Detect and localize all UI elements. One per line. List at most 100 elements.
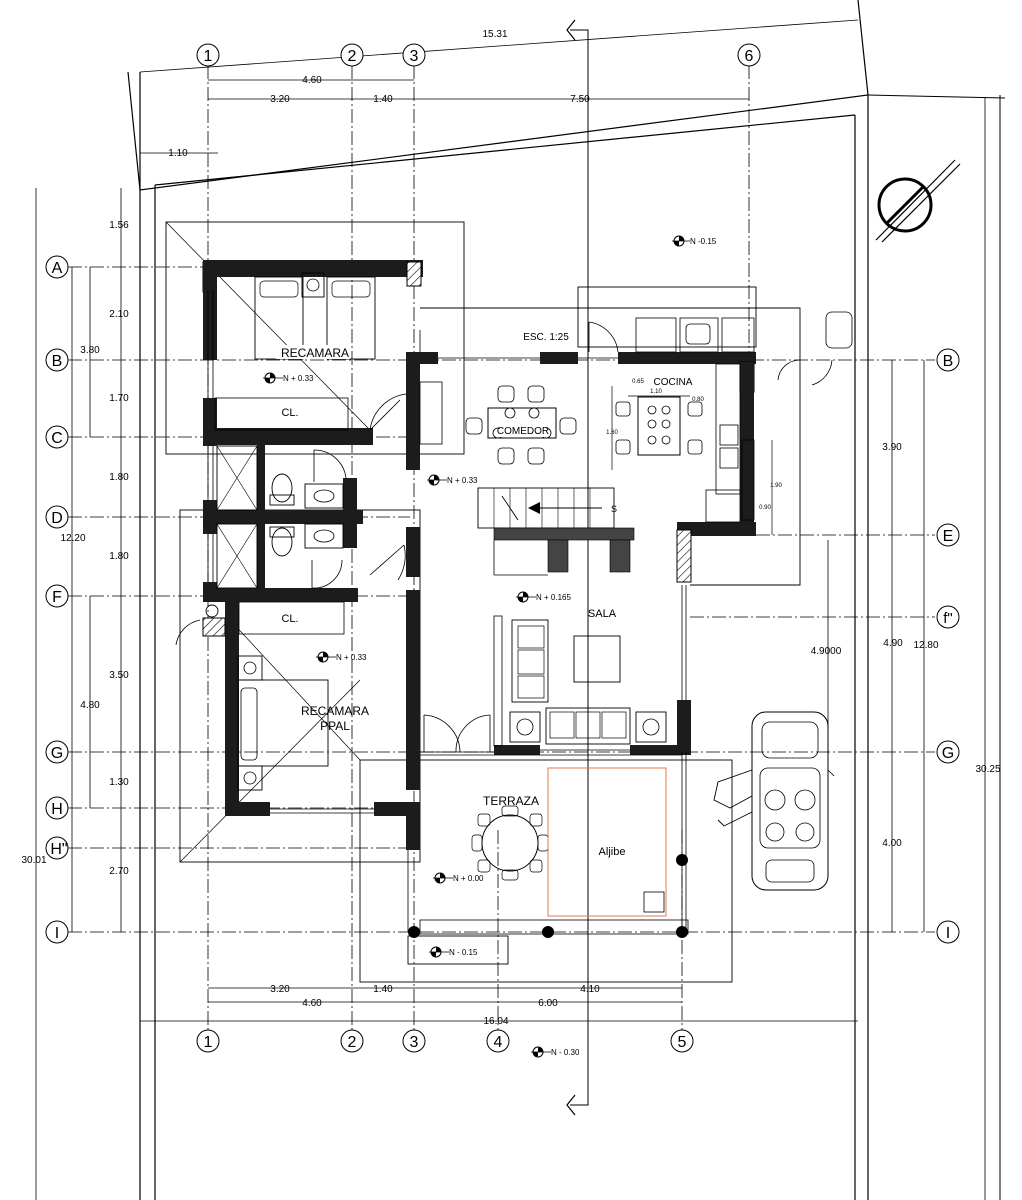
svg-text:N + 0.33: N + 0.33 bbox=[336, 653, 367, 662]
room-label-recamara-ppal-1: RECAMARA bbox=[301, 704, 369, 718]
level-marker-comedor: N + 0.33 bbox=[427, 474, 478, 486]
svg-text:N -0.15: N -0.15 bbox=[690, 237, 717, 246]
dim-bottom-6-00: 6.00 bbox=[538, 998, 558, 1009]
svg-text:N + 0.00: N + 0.00 bbox=[453, 874, 484, 883]
svg-text:H": H" bbox=[50, 841, 67, 858]
grid-lines bbox=[68, 65, 935, 1030]
dim-right-total: 30.25 bbox=[975, 764, 1000, 775]
door-swings bbox=[175, 321, 833, 753]
svg-text:D: D bbox=[51, 510, 63, 527]
section-cut-line bbox=[566, 19, 589, 1116]
room-label-terraza: TERRAZA bbox=[483, 794, 539, 808]
svg-text:6: 6 bbox=[745, 48, 754, 65]
svg-text:G: G bbox=[942, 745, 954, 762]
svg-text:N + 0.33: N + 0.33 bbox=[447, 476, 478, 485]
dim-left-1-56: 1.56 bbox=[109, 220, 129, 231]
dim-left-2-10: 2.10 bbox=[109, 309, 129, 320]
dimension-lines bbox=[35, 19, 986, 1200]
grid-bubble-right-E: E bbox=[936, 523, 960, 547]
room-label-closet-2: CL. bbox=[281, 613, 298, 625]
dim-setback-1-10: 1.10 bbox=[168, 148, 188, 159]
dim-bottom-3-20: 3.20 bbox=[270, 984, 290, 995]
dim-left-total: 30.01 bbox=[21, 855, 46, 866]
svg-text:N - 0.30: N - 0.30 bbox=[551, 1048, 580, 1057]
dimension-labels: 15.31 4.60 3.20 1.40 7.50 1.10 1.56 2.10… bbox=[21, 29, 1000, 1027]
dim-left-1-80b: 1.80 bbox=[109, 551, 129, 562]
svg-text:I: I bbox=[55, 925, 59, 942]
svg-text:A: A bbox=[52, 260, 63, 277]
svg-text:4: 4 bbox=[494, 1034, 503, 1051]
dim-top-1-40: 1.40 bbox=[373, 94, 393, 105]
room-label-comedor: COMEDOR bbox=[497, 426, 549, 437]
grid-bubble-bottom-4: 4 bbox=[486, 1029, 510, 1053]
dim-top-total: 15.31 bbox=[482, 29, 507, 40]
dim-top-4-60: 4.60 bbox=[302, 75, 322, 86]
room-label-aljibe: Aljibe bbox=[599, 846, 626, 858]
roof-outline bbox=[165, 221, 801, 983]
dim-left-3-50: 3.50 bbox=[109, 670, 129, 681]
svg-text:B: B bbox=[52, 353, 63, 370]
svg-text:2: 2 bbox=[348, 48, 357, 65]
level-marker-sala: N + 0.165 bbox=[516, 591, 571, 603]
room-label-cocina: COCINA bbox=[654, 377, 693, 388]
svg-text:3: 3 bbox=[410, 1034, 419, 1051]
dim-right-3-90: 3.90 bbox=[882, 442, 902, 453]
level-markers: N -0.15 N + 0.33 N + 0.33 N + 0.165 N + … bbox=[263, 235, 717, 1058]
grid-bubble-bottom-3: 3 bbox=[402, 1029, 426, 1053]
dim-right-4-00: 4.00 bbox=[882, 838, 902, 849]
svg-text:E: E bbox=[943, 528, 954, 545]
grid-bubble-left-C: C bbox=[45, 425, 69, 449]
dim-bottom-total: 16.04 bbox=[483, 1016, 508, 1027]
svg-text:H: H bbox=[51, 801, 63, 818]
svg-text:G: G bbox=[51, 745, 63, 762]
svg-text:N - 0.15: N - 0.15 bbox=[449, 948, 478, 957]
dim-kitchen-1-10: 1.10 bbox=[650, 389, 662, 395]
grid-bubble-right-I: I bbox=[936, 920, 960, 944]
scale-annotation: ESC. 1:25 bbox=[523, 332, 569, 343]
grid-bubble-left-A: A bbox=[45, 255, 69, 279]
property-boundary bbox=[127, 0, 1006, 1200]
dim-kitchen-1-60: 1.60 bbox=[606, 430, 618, 436]
room-label-closet-1: CL. bbox=[281, 407, 298, 419]
dim-bottom-1-40: 1.40 bbox=[373, 984, 393, 995]
twin-bed-right bbox=[326, 276, 376, 360]
svg-text:B: B bbox=[943, 353, 954, 370]
windows bbox=[207, 290, 687, 814]
dim-left-2-70: 2.70 bbox=[109, 866, 129, 877]
grid-bubble-left-H2: H" bbox=[45, 836, 69, 860]
grid-bubble-left-H: H bbox=[45, 796, 69, 820]
room-label-recamara-ppal-2: PPAL bbox=[320, 719, 350, 733]
level-marker-recamara-ppal: N + 0.33 bbox=[316, 651, 367, 663]
dim-right-12-80: 12.80 bbox=[913, 640, 938, 651]
dim-left-3-80: 3.80 bbox=[80, 345, 100, 356]
furniture bbox=[205, 272, 853, 938]
room-label-recamara: RECAMARA bbox=[281, 346, 349, 360]
grid-bubble-left-I: I bbox=[45, 920, 69, 944]
dim-top-7-50: 7.50 bbox=[570, 94, 590, 105]
svg-text:N + 0.165: N + 0.165 bbox=[536, 593, 571, 602]
dim-bottom-4-60: 4.60 bbox=[302, 998, 322, 1009]
svg-text:F: F bbox=[52, 589, 62, 606]
dim-kitchen-0-90: 0.90 bbox=[759, 505, 771, 511]
grid-bubble-top-3: 3 bbox=[402, 43, 426, 67]
svg-text:1: 1 bbox=[204, 1034, 213, 1051]
grid-bubble-left-G: G bbox=[45, 740, 69, 764]
dim-kitchen-1-90: 1.90 bbox=[770, 483, 782, 489]
level-marker-terraza-step: N - 0.15 bbox=[429, 946, 478, 958]
grid-bubble-right-B: B bbox=[936, 348, 960, 372]
dim-left-4-80: 4.80 bbox=[80, 700, 100, 711]
dim-left-1-80a: 1.80 bbox=[109, 472, 129, 483]
grid-bubble-top-6: 6 bbox=[737, 43, 761, 67]
room-labels: RECAMARA CL. COMEDOR COCINA SALA CL. REC… bbox=[276, 332, 693, 858]
level-marker-street: N - 0.30 bbox=[531, 1046, 580, 1058]
car-with-open-doors bbox=[713, 711, 835, 891]
grid-bubbles: 1 2 3 6 1 2 3 4 5 A B C D F G H bbox=[45, 43, 960, 1053]
grid-bubble-right-G: G bbox=[936, 740, 960, 764]
dim-garage-4-9000: 4.9000 bbox=[811, 646, 842, 657]
level-marker-recamara: N + 0.33 bbox=[263, 372, 314, 384]
svg-text:3: 3 bbox=[410, 48, 419, 65]
svg-text:f": f" bbox=[943, 610, 953, 627]
aljibe-cistern-outline bbox=[547, 767, 667, 917]
north-arrow-icon bbox=[875, 159, 961, 243]
